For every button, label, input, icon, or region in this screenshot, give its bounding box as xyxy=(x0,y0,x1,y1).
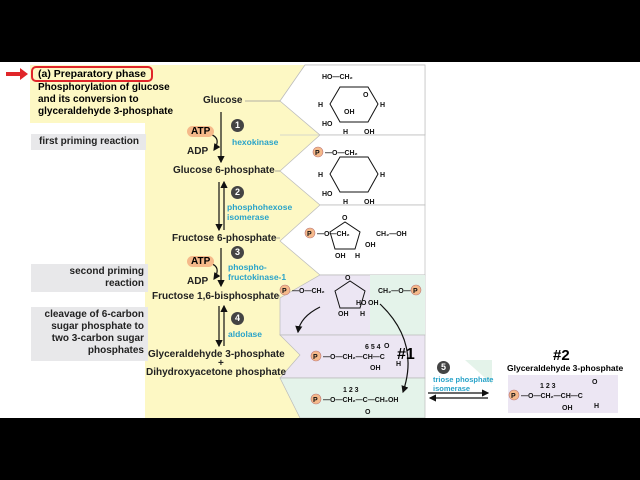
svg-text:OH: OH xyxy=(365,242,376,249)
red-arrow-icon xyxy=(6,68,28,80)
svg-text:H: H xyxy=(355,253,360,260)
label-line: cleavage of 6-carbon xyxy=(44,309,144,320)
svg-text:OH: OH xyxy=(562,405,573,412)
annotation-mark-1: #1 xyxy=(397,346,415,363)
enzyme-line: fructokinase-1 xyxy=(228,272,287,282)
svg-text:P: P xyxy=(313,354,318,361)
svg-text:O: O xyxy=(592,379,598,386)
step-2-badge: 2 xyxy=(231,186,244,199)
step-4-badge: 4 xyxy=(231,312,244,325)
label-line: second priming xyxy=(69,266,144,277)
svg-text:P: P xyxy=(313,397,318,404)
subtitle-line: and its conversion to xyxy=(38,94,139,105)
metabolite-glucose: Glucose xyxy=(203,95,243,106)
svg-text:—O—CH₂: —O—CH₂ xyxy=(325,150,358,157)
label-first-priming: first priming reaction xyxy=(31,134,146,150)
svg-text:CH₂—O—: CH₂—O— xyxy=(378,288,411,295)
enzyme-line: triose phosphate xyxy=(433,375,494,384)
svg-text:—O—CH₂—C—CH₂OH: —O—CH₂—C—CH₂OH xyxy=(323,397,398,404)
metabolite-f6p: Fructose 6-phosphate xyxy=(172,233,277,244)
svg-text:1 2 3: 1 2 3 xyxy=(343,387,359,394)
step-3-badge: 3 xyxy=(231,246,244,259)
svg-text:—O—CH₂—CH—C: —O—CH₂—CH—C xyxy=(521,393,583,400)
svg-text:OH: OH xyxy=(338,311,349,318)
svg-text:O: O xyxy=(342,215,348,222)
svg-text:H: H xyxy=(380,172,385,179)
svg-text:H: H xyxy=(380,102,385,109)
svg-text:OH: OH xyxy=(370,365,381,372)
plus-sign: + xyxy=(218,358,224,369)
atp-badge: ATP xyxy=(187,256,215,267)
svg-text:OH: OH xyxy=(368,300,379,307)
atp-badge: ATP xyxy=(187,126,215,137)
svg-text:O: O xyxy=(363,92,369,99)
adp-label: ADP xyxy=(187,276,209,287)
svg-text:HO—CH₂: HO—CH₂ xyxy=(322,74,353,81)
metabolite-gap: Glyceraldehyde 3-phosphate xyxy=(148,349,285,360)
label-second-priming: second priming reaction xyxy=(31,264,148,292)
step-5-badge: 5 xyxy=(437,361,450,374)
enzyme-line: isomerase xyxy=(433,384,471,393)
label-line: sugar phosphate to xyxy=(51,321,144,332)
svg-text:CH₂—OH: CH₂—OH xyxy=(376,231,407,238)
svg-text:6 5 4: 6 5 4 xyxy=(365,344,381,351)
svg-text:H: H xyxy=(343,199,348,206)
label-cleavage: cleavage of 6-carbon sugar phosphate to … xyxy=(31,307,148,361)
annotation-mark-2: #2 xyxy=(553,347,570,364)
svg-text:OH: OH xyxy=(364,199,375,206)
gap-structure-title: Glyceraldehyde 3-phosphate xyxy=(507,363,624,373)
enzyme-line: isomerase xyxy=(227,212,270,222)
svg-text:O: O xyxy=(365,409,371,416)
svg-text:—O—CH₂—CH—C: —O—CH₂—CH—C xyxy=(323,354,385,361)
svg-text:OH: OH xyxy=(335,253,346,260)
glucose-structure xyxy=(329,86,379,309)
svg-text:OH: OH xyxy=(344,109,355,116)
svg-text:H: H xyxy=(343,129,348,136)
svg-text:P: P xyxy=(307,231,312,238)
enzyme-pfk1: phospho-fructokinase-1 xyxy=(228,262,286,282)
enzyme-line: phospho- xyxy=(228,262,267,272)
svg-text:—O—CH₂: —O—CH₂ xyxy=(292,288,325,295)
svg-text:OH: OH xyxy=(364,129,375,136)
panel-backgrounds xyxy=(30,64,618,418)
svg-text:O: O xyxy=(345,275,351,282)
metabolite-dhap: Dihydroxyacetone phosphate xyxy=(146,367,287,378)
svg-text:HO: HO xyxy=(356,300,367,307)
svg-text:H: H xyxy=(396,361,401,368)
panel-label: (a) Preparatory phase xyxy=(31,66,153,82)
svg-text:H: H xyxy=(594,403,599,410)
svg-text:P: P xyxy=(282,288,287,295)
phase-subtitle: Phosphorylation of glucose and its conve… xyxy=(38,82,173,118)
subtitle-line: glyceraldehyde 3-phosphate xyxy=(38,106,174,117)
label-line: phosphates xyxy=(87,345,144,356)
svg-text:P: P xyxy=(511,393,516,400)
svg-text:H: H xyxy=(318,102,323,109)
label-line: two 3-carbon sugar xyxy=(51,333,144,344)
svg-text:1 2 3: 1 2 3 xyxy=(540,383,556,390)
enzyme-line: phosphohexose xyxy=(227,202,293,212)
svg-text:H: H xyxy=(318,172,323,179)
adp-label: ADP xyxy=(187,146,209,157)
metabolite-f16bp: Fructose 1,6-bisphosphate xyxy=(152,291,280,302)
svg-text:HO: HO xyxy=(322,121,333,128)
svg-text:H: H xyxy=(360,311,365,318)
step-1-badge: 1 xyxy=(231,119,244,132)
svg-text:HO: HO xyxy=(322,191,333,198)
metabolite-g6p: Glucose 6-phosphate xyxy=(173,165,275,176)
label-line: reaction xyxy=(105,278,144,289)
svg-text:P: P xyxy=(315,150,320,157)
svg-text:O: O xyxy=(384,343,390,350)
figure: (a) Preparatory phase Phosphorylation of… xyxy=(0,62,640,418)
enzyme-hexokinase: hexokinase xyxy=(232,137,279,147)
enzyme-aldolase: aldolase xyxy=(228,329,263,339)
svg-text:—O—CH₂: —O—CH₂ xyxy=(317,231,350,238)
subtitle-line: Phosphorylation of glucose xyxy=(38,82,170,93)
svg-text:P: P xyxy=(413,288,418,295)
